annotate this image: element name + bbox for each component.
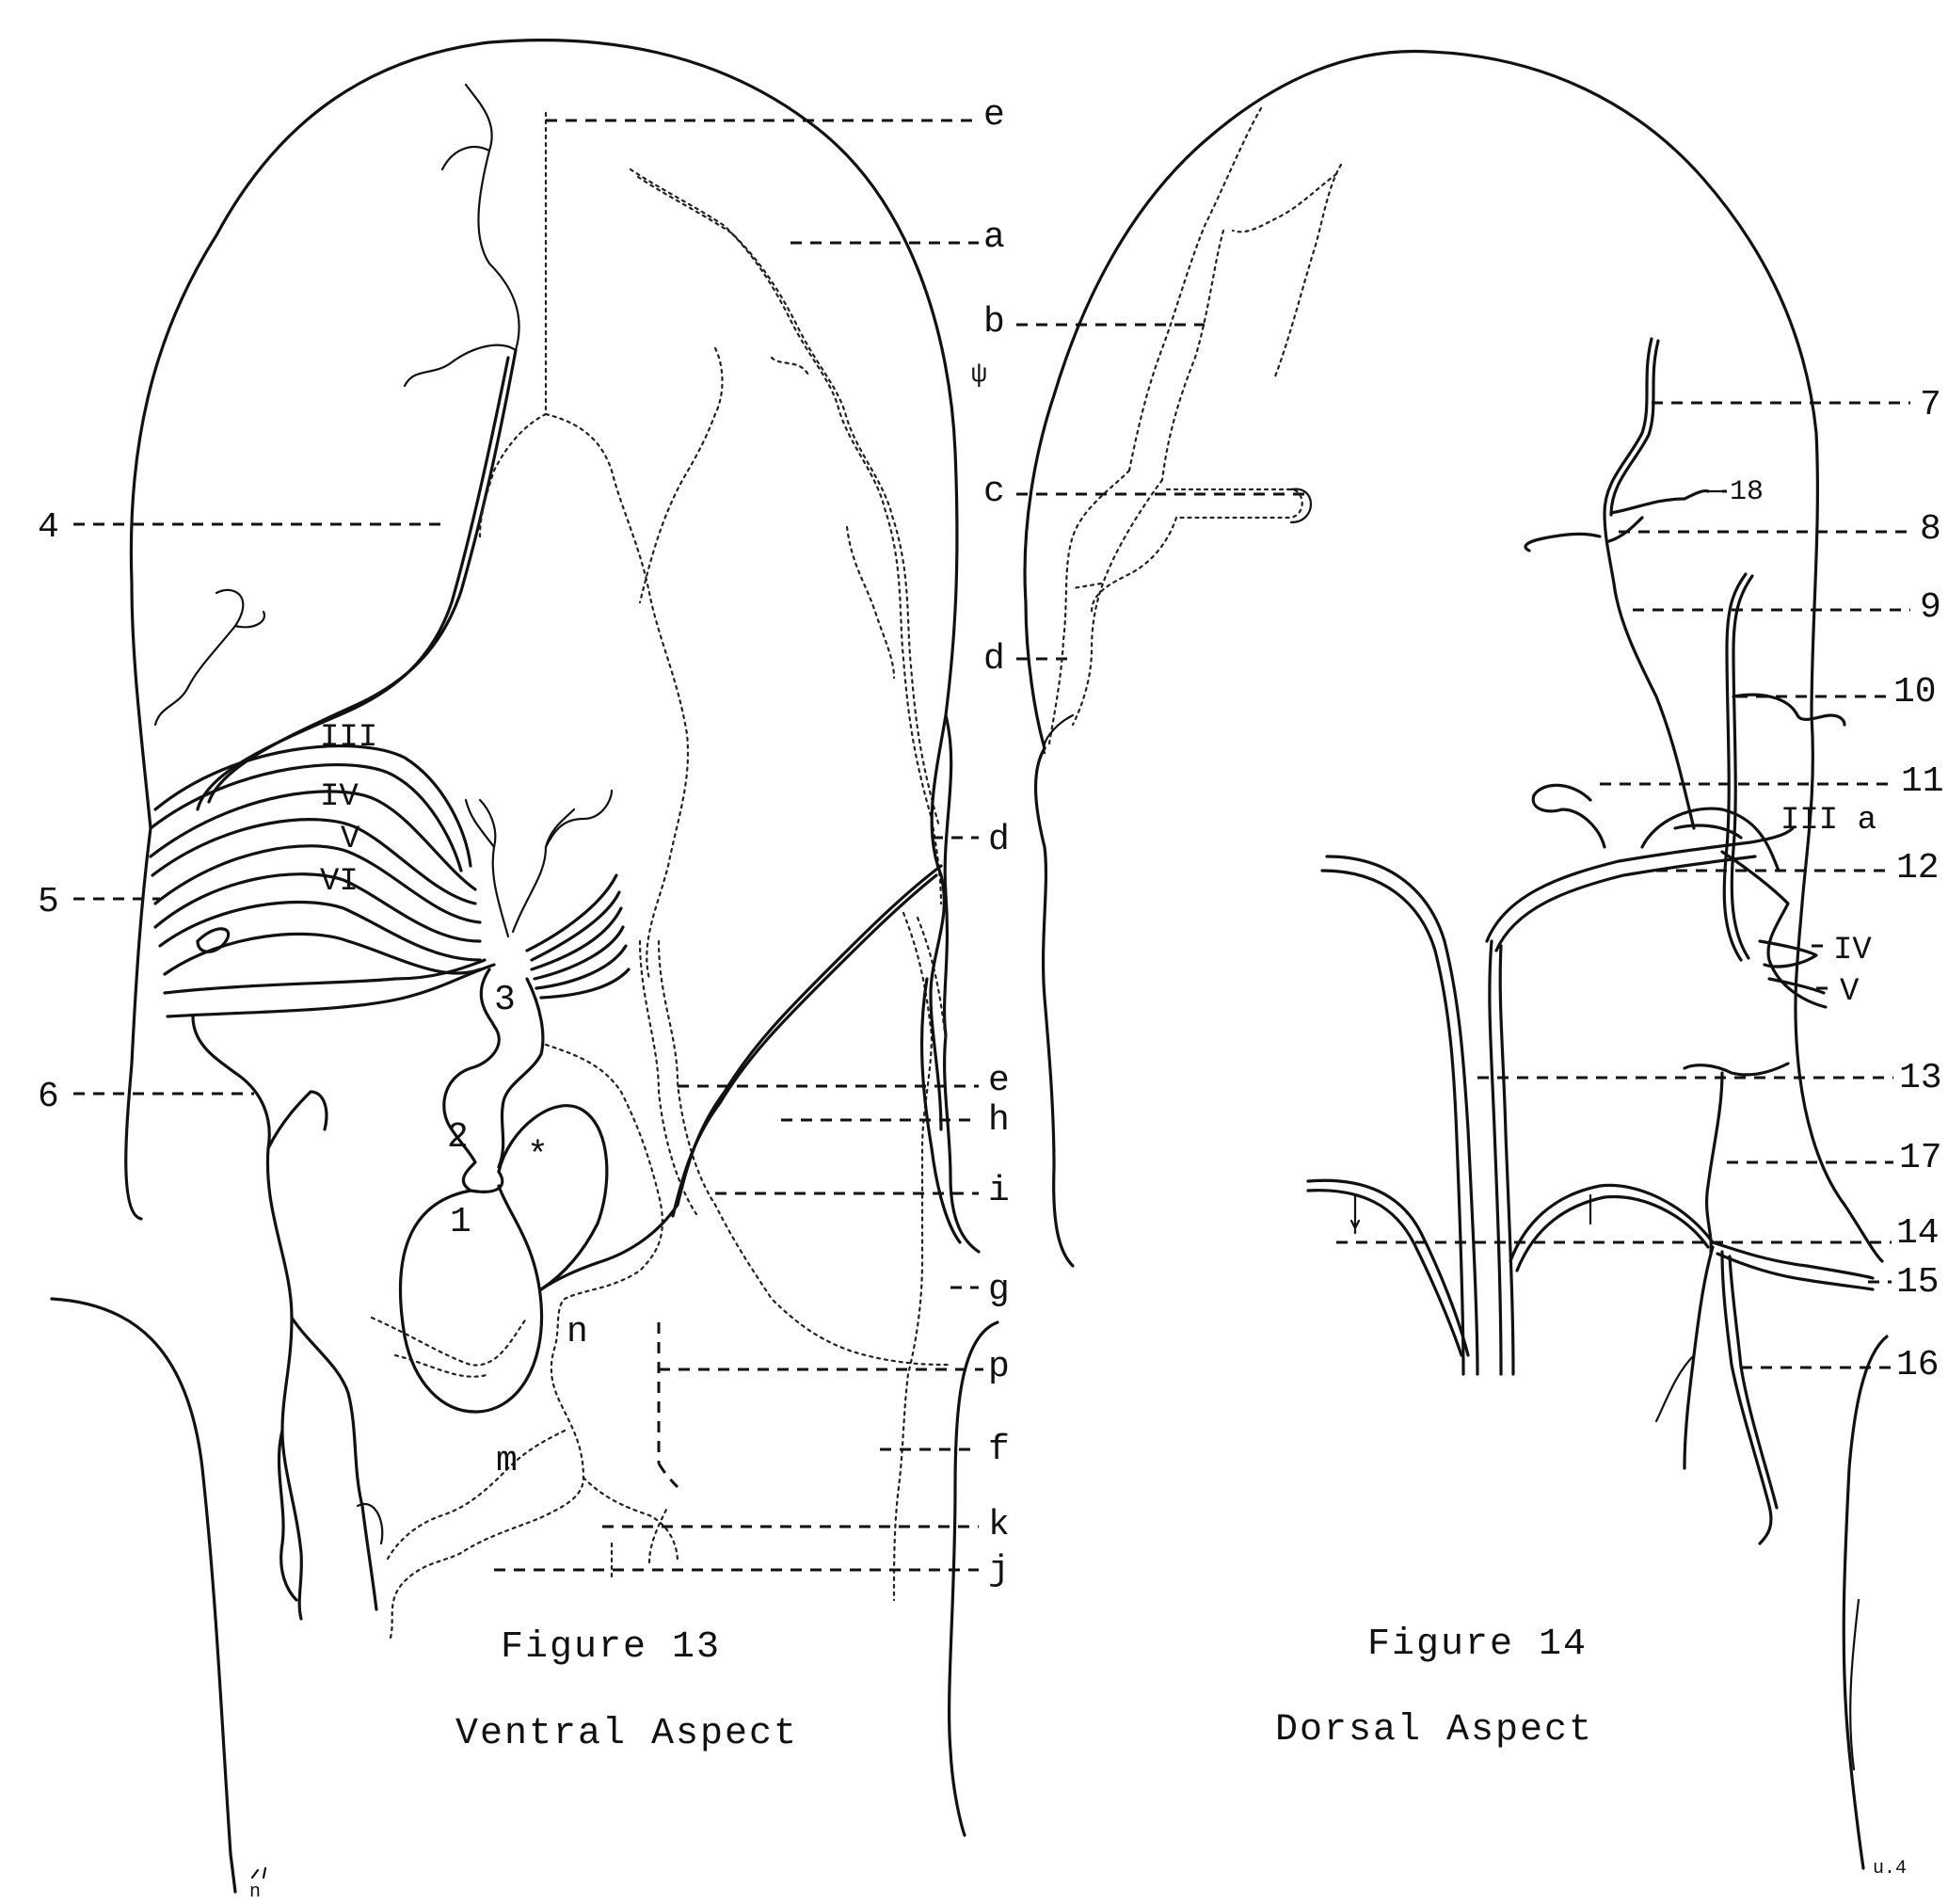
- label-11: 11: [1901, 761, 1944, 802]
- label-d-upper: d: [983, 639, 1005, 680]
- label-a: a: [983, 217, 1005, 258]
- label-8: 8: [1920, 509, 1941, 550]
- label-18: 18: [1730, 476, 1764, 508]
- fig13-right-labels: e a b c d d e h i g p f k j ψ: [494, 95, 1308, 1591]
- fig13-arch-labels: III IV V VI: [320, 720, 377, 900]
- arch-label-VI: VI: [320, 864, 359, 900]
- label-16: 16: [1896, 1345, 1940, 1385]
- label-e-top: e: [983, 95, 1005, 136]
- label-j: j: [988, 1550, 1010, 1591]
- label-IIIa: III a: [1780, 803, 1876, 839]
- stray-mark-n: n: [249, 1881, 261, 1899]
- vessel-7: [1605, 339, 1694, 828]
- arch-label-III: III: [320, 720, 377, 756]
- stray-mark-u4: u.4: [1873, 1858, 1907, 1880]
- label-b: b: [983, 302, 1005, 343]
- label-V-dorsal: V: [1840, 974, 1860, 1010]
- arch-label-V: V: [341, 822, 360, 857]
- label-12: 12: [1896, 848, 1940, 888]
- aortic-arches: [151, 746, 629, 1016]
- label-9: 9: [1920, 587, 1941, 628]
- fig14-trunk-outline: [1844, 1336, 1887, 1868]
- fig13-caption: Figure 13 Ventral Aspect: [455, 1626, 798, 1755]
- fig13-left-labels: 4 5 6: [38, 507, 442, 1117]
- label-1: 1: [450, 1202, 471, 1242]
- fig14-caption: Figure 14 Dorsal Aspect: [1275, 1624, 1593, 1752]
- label-17: 17: [1899, 1138, 1942, 1178]
- label-p: p: [988, 1347, 1010, 1387]
- stray-mark-psi: ψ: [971, 360, 987, 390]
- label-IV-dorsal: IV: [1833, 933, 1872, 968]
- fig14-right-labels: 7 18 8 9 10 11 III a 12 IV V 13 17 14 15…: [1336, 385, 1944, 1385]
- label-4: 4: [38, 507, 59, 548]
- fig13-trunk-outline-left: [52, 1299, 235, 1892]
- fig13-head-outline: [126, 40, 979, 1252]
- fig13-caption-subtitle: Ventral Aspect: [455, 1713, 798, 1755]
- fig14-caption-subtitle: Dorsal Aspect: [1275, 1709, 1593, 1752]
- label-6: 6: [38, 1077, 59, 1117]
- arch-label-IV: IV: [320, 779, 359, 815]
- label-d-lower: d: [988, 820, 1010, 860]
- label-star: *: [527, 1136, 549, 1176]
- label-k: k: [988, 1505, 1010, 1545]
- label-n: n: [567, 1312, 588, 1352]
- label-14: 14: [1896, 1213, 1940, 1254]
- label-3: 3: [494, 980, 516, 1020]
- label-15: 15: [1896, 1262, 1940, 1303]
- fig13-caption-title: Figure 13: [501, 1626, 721, 1669]
- label-c: c: [983, 472, 1005, 512]
- figure-14-drawing: [1025, 51, 1887, 1868]
- label-e-mid: e: [988, 1061, 1010, 1101]
- label-5: 5: [38, 882, 59, 922]
- label-i: i: [988, 1171, 1010, 1211]
- label-m: m: [496, 1441, 518, 1481]
- fig14-caption-title: Figure 14: [1367, 1624, 1588, 1666]
- label-g: g: [988, 1270, 1010, 1310]
- label-h: h: [988, 1100, 1010, 1141]
- figure-13-drawing: [52, 40, 998, 1892]
- label-13: 13: [1899, 1058, 1942, 1098]
- label-2: 2: [447, 1117, 469, 1158]
- label-10: 10: [1893, 672, 1937, 712]
- label-7: 7: [1920, 385, 1941, 425]
- fig13-inner-labels: 3 2 1 * n m: [447, 980, 588, 1481]
- label-f: f: [988, 1430, 1010, 1470]
